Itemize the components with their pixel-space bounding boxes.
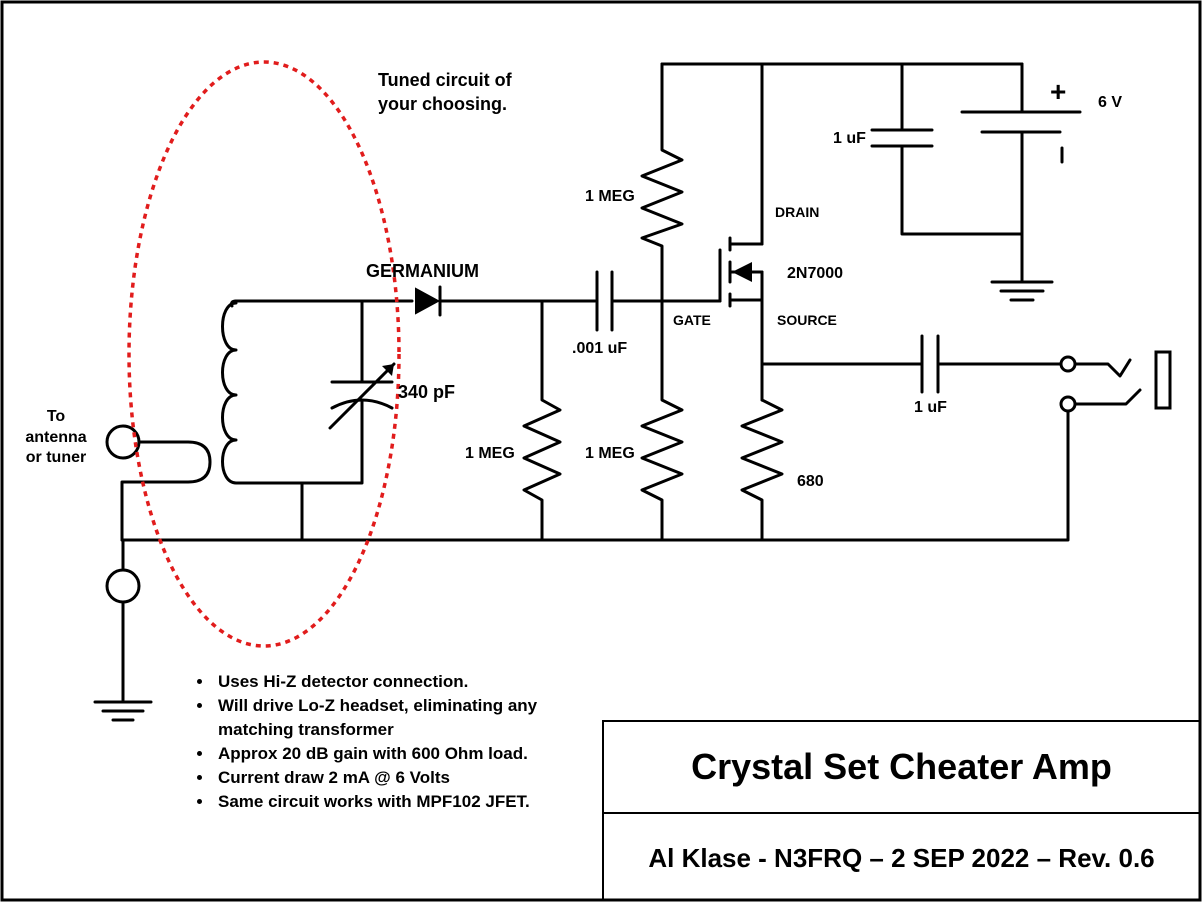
ground-symbol-right <box>990 280 1054 302</box>
note-item: Same circuit works with MPF102 JFET. <box>214 790 554 814</box>
coupling-capacitor <box>595 270 722 332</box>
gate-bottom-res-label: 1 MEG <box>585 445 635 462</box>
ground-terminal <box>105 538 141 702</box>
source-label: SOURCE <box>777 312 837 328</box>
variable-capacitor <box>300 299 396 485</box>
resistor-detector <box>522 299 562 542</box>
resistor-gate-bottom <box>640 299 684 542</box>
germanium-label: GERMANIUM <box>366 261 479 281</box>
drain-label: DRAIN <box>775 204 819 220</box>
fet-label: 2N7000 <box>787 265 843 282</box>
note-item: Will drive Lo-Z headset, eliminating any… <box>214 694 554 742</box>
title-block: Crystal Set Cheater Amp Al Klase - N3FRQ… <box>602 720 1199 900</box>
ground-bus <box>120 402 1070 542</box>
source-res-label: 680 <box>797 473 824 490</box>
gate-label: GATE <box>673 312 711 328</box>
output-cap-label: 1 uF <box>914 399 947 416</box>
gate-top-res-label: 1 MEG <box>585 188 635 205</box>
tuning-coil <box>221 299 304 485</box>
antenna-label-2: antenna <box>25 429 86 446</box>
headphone-jack <box>1059 350 1172 413</box>
resistor-source <box>740 368 784 542</box>
coupling-cap-label: .001 uF <box>572 340 627 357</box>
tuned-note-line2: your choosing. <box>378 94 507 114</box>
tuned-note-line1: Tuned circuit of <box>378 70 513 90</box>
battery <box>960 62 1082 282</box>
antenna-label-1: To <box>47 408 66 425</box>
ground-symbol-left <box>93 700 153 722</box>
battery-label: 6 V <box>1098 94 1122 111</box>
output-capacitor <box>760 334 1062 394</box>
bypass-cap-label: 1 uF <box>833 130 866 147</box>
tuning-cap-label: 340 pF <box>398 382 455 402</box>
tuned-circuit-highlight <box>127 60 401 648</box>
antenna-terminal <box>105 424 212 542</box>
detector-res-label: 1 MEG <box>465 445 515 462</box>
diagram-title: Crystal Set Cheater Amp <box>604 722 1199 814</box>
diagram-subtitle: Al Klase - N3FRQ – 2 SEP 2022 – Rev. 0.6 <box>648 842 1155 873</box>
germanium-diode <box>415 285 597 317</box>
bypass-capacitor <box>870 62 1024 236</box>
note-item: Uses Hi-Z detector connection. <box>214 670 554 694</box>
resistor-gate-top <box>640 62 684 303</box>
note-item: Approx 20 dB gain with 600 Ohm load. <box>214 742 554 766</box>
mosfet-2n7000 <box>718 62 764 402</box>
antenna-label-3: or tuner <box>26 449 86 466</box>
battery-plus-label: + <box>1050 76 1066 107</box>
note-item: Current draw 2 mA @ 6 Volts <box>214 766 554 790</box>
notes-list: Uses Hi-Z detector connection. Will driv… <box>188 670 554 814</box>
